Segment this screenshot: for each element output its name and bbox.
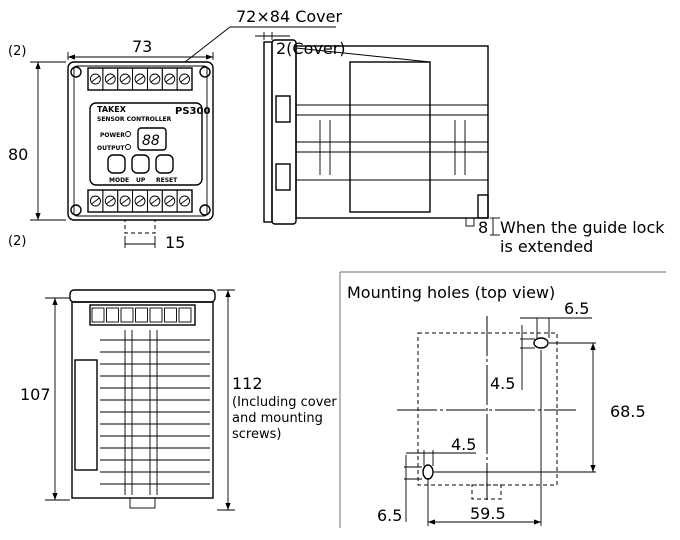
bottom-terminal-block — [87, 189, 193, 213]
terminal-screw-icon — [164, 195, 176, 207]
horizontal-dimension: 59.5 — [470, 504, 506, 523]
screw-slot — [91, 197, 100, 205]
total-height-note-3: screws) — [232, 427, 281, 442]
total-height-note: (Including cover — [232, 395, 337, 410]
seven-segment-display — [137, 127, 167, 151]
terminal-screw-icon — [179, 195, 191, 207]
height-dimension: 107 — [20, 385, 51, 404]
up-button — [131, 154, 150, 174]
terminal-screw-icon — [104, 73, 116, 85]
bottom-slot-dimension: 6.5 — [377, 506, 402, 525]
mounting-hole-top — [533, 337, 549, 349]
terminal-screw-icon — [164, 73, 176, 85]
bottom-view: 107 112 (Including cover and mounting sc… — [20, 289, 337, 511]
terminal — [176, 67, 193, 91]
screw-slot — [106, 75, 115, 83]
vertical-dimension: 68.5 — [610, 402, 646, 421]
guide-lock-note-2: is extended — [500, 237, 593, 256]
screw-slot — [165, 75, 174, 83]
top-offset-dimension: 4.5 — [490, 374, 515, 393]
model-label: PS300 — [175, 106, 210, 117]
screw-icon — [70, 204, 82, 216]
top-slot-dimension: 6.5 — [564, 299, 589, 318]
terminal — [164, 307, 177, 323]
tab-width-dimension: 15 — [165, 233, 185, 252]
top-terminal-block — [87, 67, 193, 91]
screw-slot — [180, 75, 189, 83]
screw-slot — [135, 75, 145, 83]
guide-lock-note: When the guide lock — [500, 218, 665, 237]
terminal — [91, 307, 105, 323]
screw-slot — [150, 197, 160, 205]
mounting-hole-bottom — [422, 464, 434, 480]
guide-lock-dimension: 8 — [478, 218, 488, 237]
side-view: 2(Cover) 8 When the guide lock is extend… — [255, 32, 665, 256]
cover-thickness-dimension: 2(Cover) — [276, 39, 346, 58]
terminal-screw-icon — [134, 73, 146, 85]
mounting-holes-view: Mounting holes (top view) 6.5 4.5 68.5 4… — [339, 271, 666, 528]
terminal-screw-icon — [119, 195, 131, 207]
panel-subtitle: SENSOR CONTROLLER — [97, 116, 172, 123]
terminal-screw-icon — [134, 195, 146, 207]
power-label: POWER — [100, 132, 125, 139]
display-value: 88 — [142, 133, 160, 149]
reset-label: RESET — [156, 177, 178, 184]
terminal-screw-icon — [104, 195, 116, 207]
terminal — [178, 307, 192, 323]
screw-slot — [150, 75, 160, 83]
screw-icon — [199, 204, 211, 216]
total-height-dimension: 112 — [232, 374, 263, 393]
screw-icon — [70, 66, 82, 78]
terminal — [135, 307, 148, 323]
offset-bottom-dimension: (2) — [8, 234, 26, 249]
mounting-title: Mounting holes (top view) — [347, 283, 555, 302]
terminal-screw-icon — [89, 195, 101, 207]
width-dimension: 73 — [132, 37, 152, 56]
terminal-screw-icon — [119, 73, 131, 85]
screw-slot — [91, 75, 100, 83]
offset-top-dimension: (2) — [8, 44, 26, 59]
screw-slot — [165, 197, 174, 205]
screw-slot — [120, 75, 130, 83]
up-label: UP — [136, 177, 146, 184]
mode-button — [107, 154, 126, 174]
screw-slot — [120, 197, 130, 205]
terminal-screw-icon — [89, 73, 101, 85]
cover-label: 72×84 Cover — [236, 7, 342, 26]
terminal-screw-icon — [149, 195, 161, 207]
total-height-note-2: and mounting — [232, 411, 323, 426]
output-led-icon — [125, 144, 131, 150]
height-dimension: 80 — [8, 145, 28, 164]
output-label: OUTPUT — [97, 145, 125, 152]
screw-slot — [180, 197, 189, 205]
terminal-screw-icon — [179, 73, 191, 85]
terminal — [149, 307, 163, 323]
bottom-offset-dimension: 4.5 — [451, 435, 476, 454]
power-led-icon — [125, 131, 131, 137]
brand-logo: TAKEX — [97, 105, 127, 114]
terminal — [106, 307, 119, 323]
screw-icon — [199, 66, 211, 78]
terminal — [176, 189, 193, 213]
screw-slot — [135, 197, 145, 205]
mode-label: MODE — [109, 177, 129, 184]
front-view: TAKEX SENSOR CONTROLLER PS300 POWER OUTP… — [8, 7, 342, 252]
reset-button — [155, 154, 174, 174]
terminal — [120, 307, 134, 323]
control-panel — [89, 102, 203, 186]
screw-slot — [106, 197, 115, 205]
terminal-screw-icon — [149, 73, 161, 85]
